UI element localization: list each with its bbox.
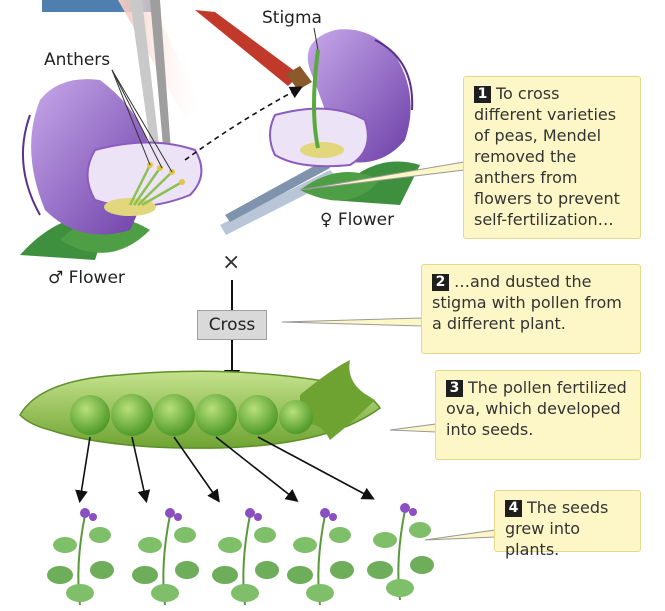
pea-plant [212, 508, 279, 605]
stigma-label: Stigma [262, 8, 322, 28]
pea-pod [20, 360, 380, 448]
pea-plant [47, 508, 114, 605]
callout-text: …and dusted the stigma with pollen from … [432, 272, 622, 333]
step-number: 1 [474, 86, 491, 103]
pea-seed [279, 400, 313, 434]
pea-plant [367, 503, 434, 600]
step-number: 2 [432, 274, 449, 291]
pea-plant [132, 508, 199, 605]
female-flower-label: ♀ Flower [320, 210, 394, 230]
callout-text: To cross different varieties of peas, Me… [474, 84, 620, 229]
pea-plant [287, 508, 354, 605]
pea-seed [70, 395, 110, 435]
callout-step-2: 2…and dusted the stigma with pollen from… [421, 264, 641, 354]
pea-seed [195, 394, 237, 436]
pea-seed [111, 394, 153, 436]
anthers-label: Anthers [44, 50, 110, 70]
pea-seed [238, 395, 278, 435]
cross-label: Cross [197, 310, 267, 340]
pea-seed [153, 394, 195, 436]
step-number: 3 [446, 380, 463, 397]
pea-plants [47, 503, 434, 605]
cross-symbol: × [222, 250, 240, 275]
step-number: 4 [505, 500, 522, 517]
male-flower-label: ♂ Flower [48, 268, 125, 288]
male-flower [20, 79, 201, 260]
callout-text: The pollen fertilized ova, which develop… [446, 378, 627, 439]
